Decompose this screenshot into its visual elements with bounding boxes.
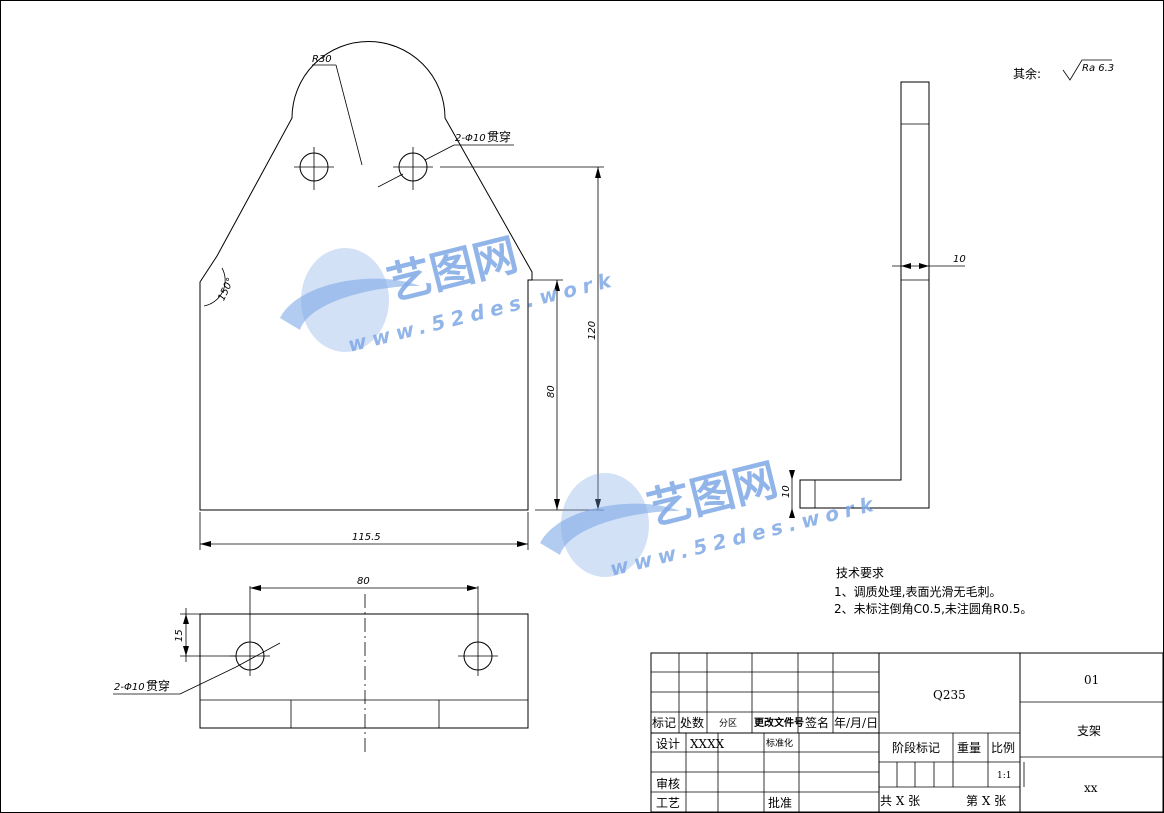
tb-company: xx: [1084, 781, 1098, 795]
tech-title: 技术要求: [836, 566, 884, 580]
tb-process: 工艺: [656, 796, 680, 810]
tb-drawing-number: 01: [1084, 673, 1099, 687]
side-view: 10 10: [781, 81, 966, 518]
side-thickness-label: 10: [953, 254, 966, 265]
tb-review: 审核: [656, 776, 680, 791]
tb-material: Q235: [933, 688, 966, 702]
side-foot-label: 10: [781, 485, 792, 498]
top-spacing-label: 80: [357, 576, 370, 587]
tb-approve: 批准: [768, 795, 792, 810]
title-block: 标记 处数 分区 更改文件号 签名 年/月/日 设计 XXXX 标准化 审核 工…: [650, 652, 1164, 813]
tb-part-name: 支架: [1077, 724, 1101, 738]
tb-scale-label: 比例: [991, 741, 1015, 755]
dim-height-side: 80: [546, 385, 557, 398]
angle-label: 150°: [216, 276, 236, 302]
top-outline: [199, 613, 529, 729]
tb-zone: 分区: [719, 718, 737, 729]
radius-label: R30: [312, 54, 332, 65]
hole-suffix: 贯穿: [487, 129, 511, 144]
tb-total-sheets: 共 X 张: [880, 794, 920, 808]
surface-finish: 其余: Ra 6.3: [1013, 59, 1114, 81]
tb-weight: 重量: [957, 741, 981, 755]
tb-mark: 标记: [652, 716, 676, 730]
hole-label: 2-Φ10: [455, 133, 486, 144]
tb-design: 设计: [656, 737, 680, 751]
surface-finish-value: Ra 6.3: [1082, 63, 1114, 74]
tb-scale: 1:1: [997, 771, 1011, 781]
top-hole-suffix: 贯穿: [146, 678, 170, 693]
tb-sheet-no: 第 X 张: [966, 794, 1006, 808]
tb-change-doc: 更改文件号: [754, 716, 804, 729]
watermark-2: 艺图网 www.52des.work: [540, 454, 881, 581]
tb-sign: 签名: [805, 715, 829, 730]
tb-designer: XXXX: [690, 737, 725, 751]
tech-item-2: 2、未标注倒角C0.5,未注圆角R0.5。: [834, 601, 1032, 616]
watermark-1: 艺图网 www.52des.work: [280, 229, 619, 357]
tb-count: 处数: [680, 715, 704, 730]
top-hole-label: 2-Φ10: [114, 682, 145, 693]
tech-requirements: 技术要求 1、调质处理,表面光滑无毛刺。 2、未标注倒角C0.5,未注圆角R0.…: [834, 566, 1032, 616]
tb-stage-mark: 阶段标记: [892, 740, 940, 755]
roughness-symbol: [1062, 59, 1112, 81]
dim-width: 115.5: [352, 532, 381, 543]
tech-item-1: 1、调质处理,表面光滑无毛刺。: [834, 585, 1001, 599]
side-outline: [799, 81, 930, 509]
tb-standardize: 标准化: [766, 737, 793, 749]
surface-finish-prefix: 其余:: [1013, 66, 1041, 81]
top-view: 80 15 2-Φ10 贯穿: [113, 576, 529, 752]
tb-date: 年/月/日: [834, 716, 878, 730]
dim-height-total: 120: [587, 321, 598, 340]
bracket-outline: [199, 41, 533, 511]
top-offset-label: 15: [174, 629, 185, 642]
